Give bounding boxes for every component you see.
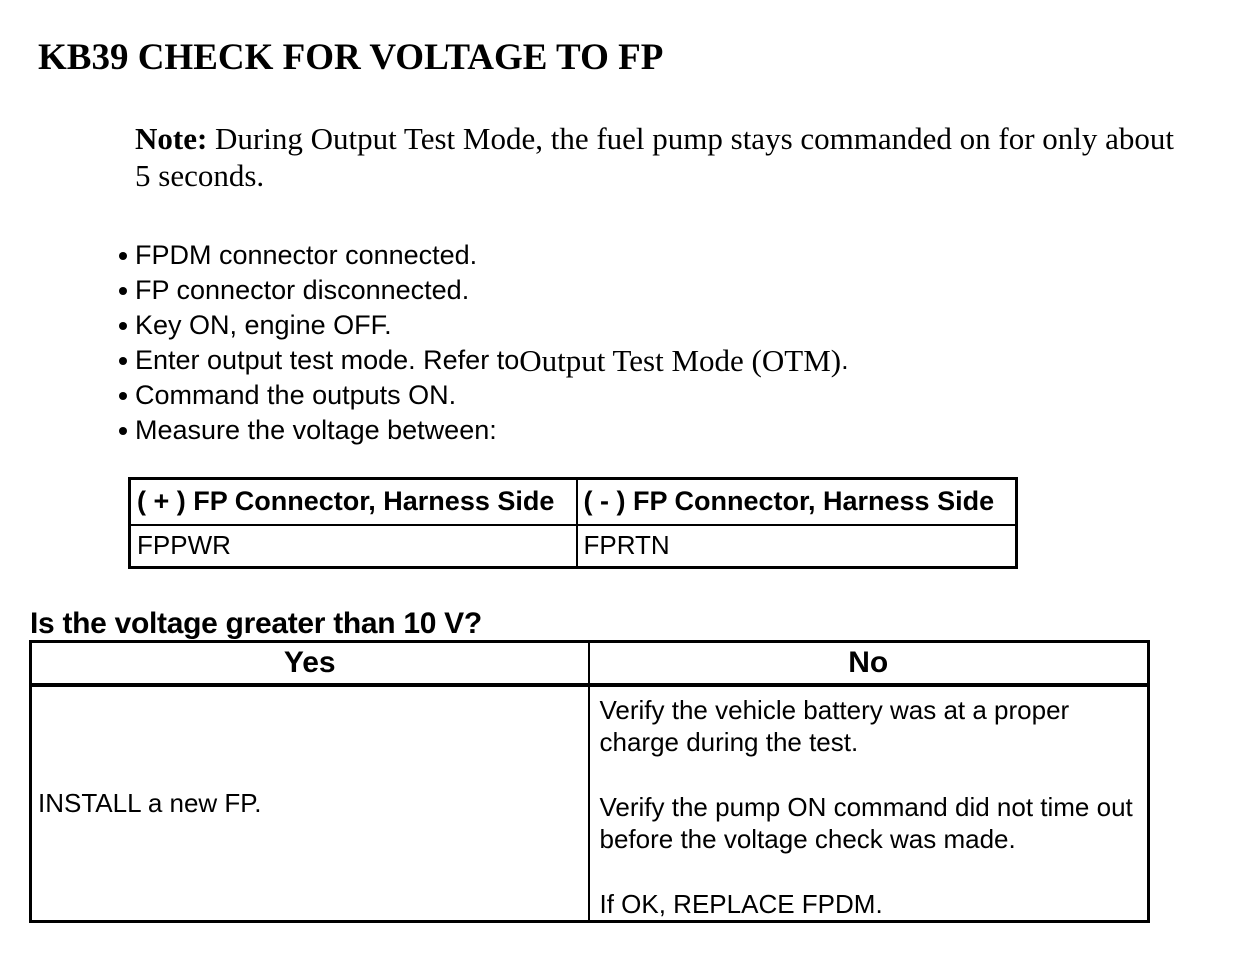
bullet-item: Key ON, engine OFF. [119, 308, 849, 343]
no-action-paragraph: If OK, REPLACE FPDM. [599, 888, 883, 919]
no-action-paragraph: Verify the pump ON command did not time … [599, 791, 1133, 854]
positive-header-cell: ( + ) FP Connector, Harness Side [128, 477, 578, 526]
bullet-text: FPDM connector connected. [135, 240, 478, 270]
bullet-icon [119, 426, 127, 435]
bullet-text: Command the outputs ON. [135, 380, 457, 410]
bullet-item: FPDM connector connected. [119, 238, 849, 273]
no-header-cell: No [587, 640, 1150, 687]
bullet-text: Measure the voltage between: [135, 415, 497, 445]
negative-pin-cell: FPRTN [575, 523, 1018, 569]
question-text: Is the voltage greater than 10 V? [30, 607, 482, 640]
bullet-text: Enter output test mode. Refer to [135, 345, 520, 375]
bullet-item: Enter output test mode. Refer to Output … [119, 343, 849, 378]
output-test-mode-link[interactable]: Output Test Mode (OTM) [519, 342, 842, 378]
table-row: INSTALL a new FP. Verify the vehicle bat… [29, 683, 1150, 922]
page-title: KB39 CHECK FOR VOLTAGE TO FP [38, 37, 664, 78]
note-text: During Output Test Mode, the fuel pump s… [135, 121, 1175, 193]
yes-action-cell: INSTALL a new FP. [29, 683, 590, 922]
bullet-item: Measure the voltage between: [119, 413, 849, 448]
bullet-text: FP connector disconnected. [135, 275, 470, 305]
bullet-icon [119, 321, 127, 330]
decision-table-header-row: Yes No [29, 640, 1150, 687]
bullet-item: Command the outputs ON. [119, 378, 849, 413]
bullet-text: . [841, 345, 849, 375]
bullet-icon [119, 251, 127, 260]
no-action-paragraph: Verify the vehicle battery was at a prop… [599, 694, 1070, 757]
bullet-list: FPDM connector connected. FP connector d… [119, 238, 849, 448]
bullet-icon [119, 391, 127, 400]
negative-header-cell: ( - ) FP Connector, Harness Side [575, 477, 1018, 526]
bullet-item: FP connector disconnected. [119, 273, 849, 308]
bullet-text: Key ON, engine OFF. [135, 310, 392, 340]
bullet-icon [119, 356, 127, 365]
measurement-table: ( + ) FP Connector, Harness Side ( - ) F… [128, 477, 1018, 569]
table-row: FPPWR FPRTN [128, 523, 1018, 569]
bullet-icon [119, 286, 127, 295]
positive-pin-cell: FPPWR [128, 523, 578, 569]
measurement-table-header-row: ( + ) FP Connector, Harness Side ( - ) F… [128, 477, 1018, 526]
note: Note: During Output Test Mode, the fuel … [135, 120, 1187, 194]
yes-header-cell: Yes [29, 640, 590, 687]
note-label: Note: [135, 121, 208, 156]
decision-table: Yes No INSTALL a new FP. Verify the vehi… [29, 640, 1150, 923]
no-action-cell: Verify the vehicle battery was at a prop… [587, 683, 1150, 922]
